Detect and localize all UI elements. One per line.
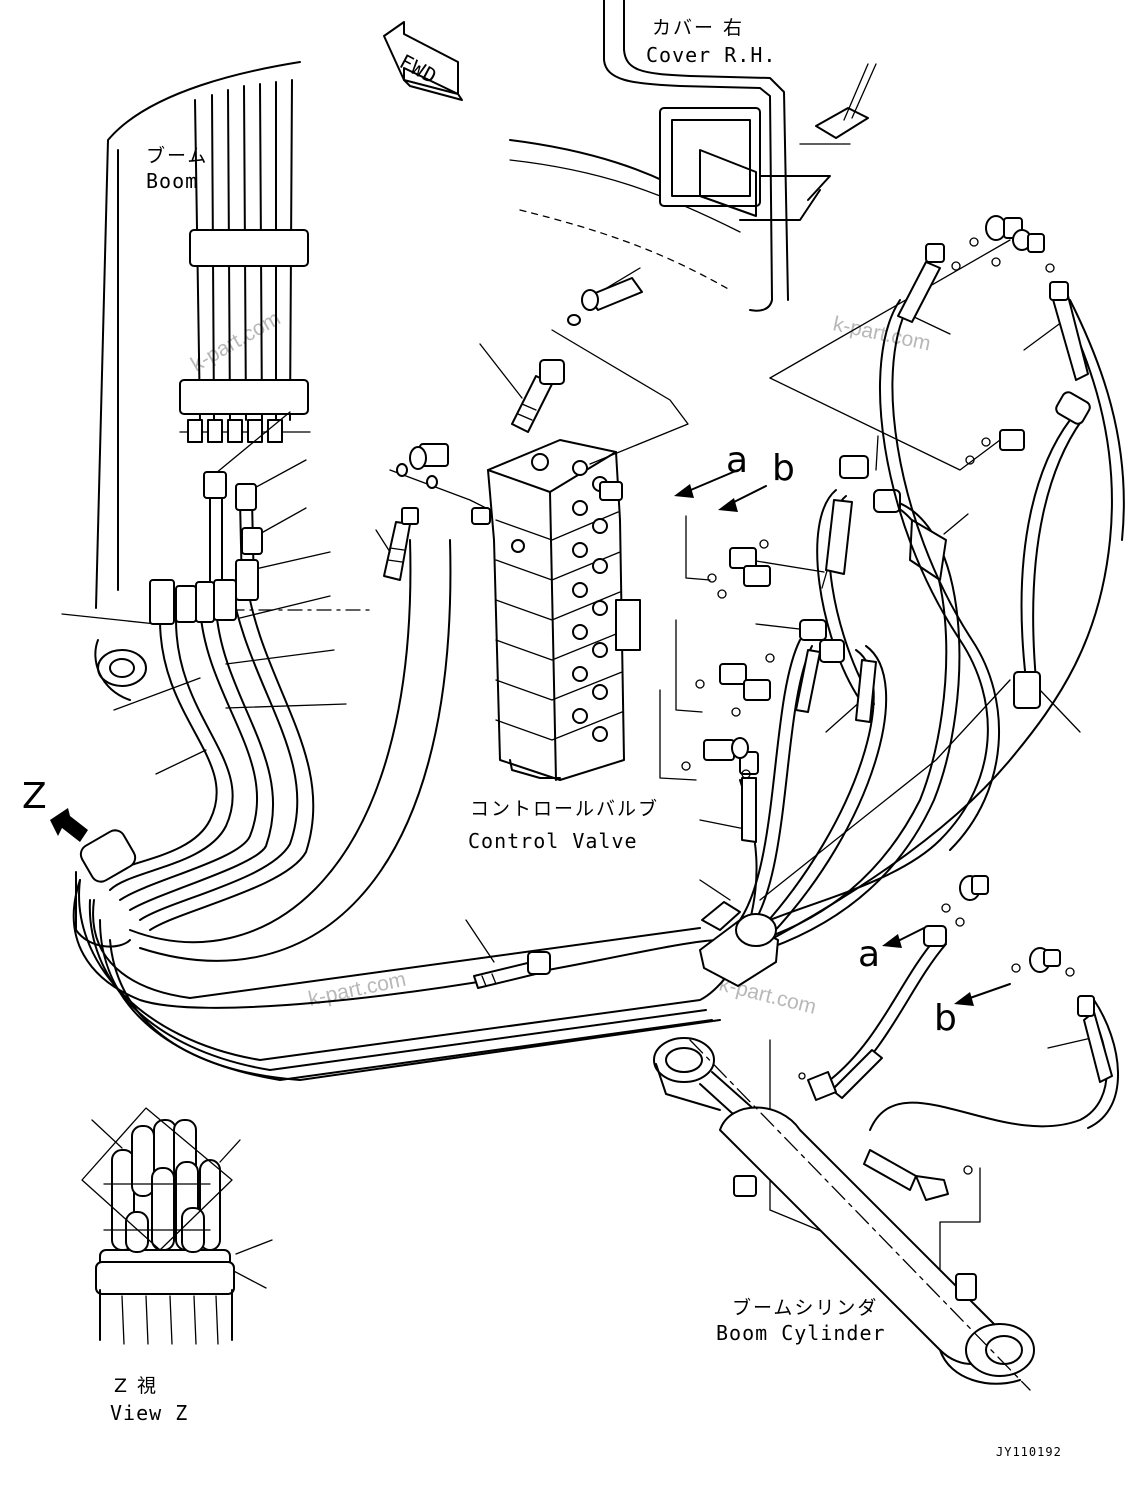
label-boom-en: Boom	[146, 169, 198, 193]
label-boom-cylinder-en: Boom Cylinder	[716, 1321, 886, 1345]
z-view-arrow	[50, 808, 88, 842]
cover-rh	[509, 0, 877, 312]
z-marker-label: Z	[22, 776, 47, 817]
pipe-clamp-upper	[189, 229, 309, 267]
fwd-arrow: FWD	[383, 21, 463, 101]
boom-cylinder	[653, 1037, 1035, 1391]
bundle-clamp	[79, 829, 137, 883]
label-cover-jp: カバー 右	[652, 17, 744, 39]
view-z-inset	[81, 1107, 235, 1345]
cover-clip	[815, 107, 869, 139]
label-view-z-en: View Z	[110, 1401, 188, 1425]
label-control-valve-en: Control Valve	[468, 829, 638, 853]
control-valve	[487, 439, 641, 781]
ref-a-upper: a	[726, 440, 748, 481]
cylinder-hoses	[807, 925, 1119, 1201]
ref-b-lower: b	[934, 998, 957, 1039]
ref-b-upper: b	[772, 448, 795, 489]
label-view-z-jp: Z 視	[114, 1375, 158, 1397]
watermark-1: k-part.com	[187, 307, 284, 377]
hose-left-small	[375, 507, 419, 581]
boom-outline	[94, 61, 371, 701]
ref-arrows	[674, 469, 1011, 1006]
boom-foot-pin	[97, 649, 147, 687]
drawing-code: JY110192	[996, 1445, 1062, 1459]
right-hoses	[699, 243, 1125, 987]
label-cover-en: Cover R.H.	[646, 43, 776, 67]
view-z-hoses	[111, 1119, 221, 1253]
label-control-valve-jp: コントロールバルブ	[470, 797, 659, 820]
hose-bundle	[72, 471, 751, 1081]
valve-ports	[511, 453, 608, 742]
ref-a-lower: a	[858, 934, 880, 975]
hose-lower-middle	[473, 951, 551, 989]
label-boom-jp: ブーム	[146, 144, 208, 167]
loose-fittings	[681, 215, 1075, 1175]
bundle-fittings	[149, 471, 263, 625]
pipe-clamp-lower	[179, 379, 309, 415]
valve-top-fittings	[396, 277, 643, 525]
pipe-ends	[187, 419, 283, 443]
label-boom-cylinder-jp: ブームシリンダ	[732, 1296, 878, 1319]
